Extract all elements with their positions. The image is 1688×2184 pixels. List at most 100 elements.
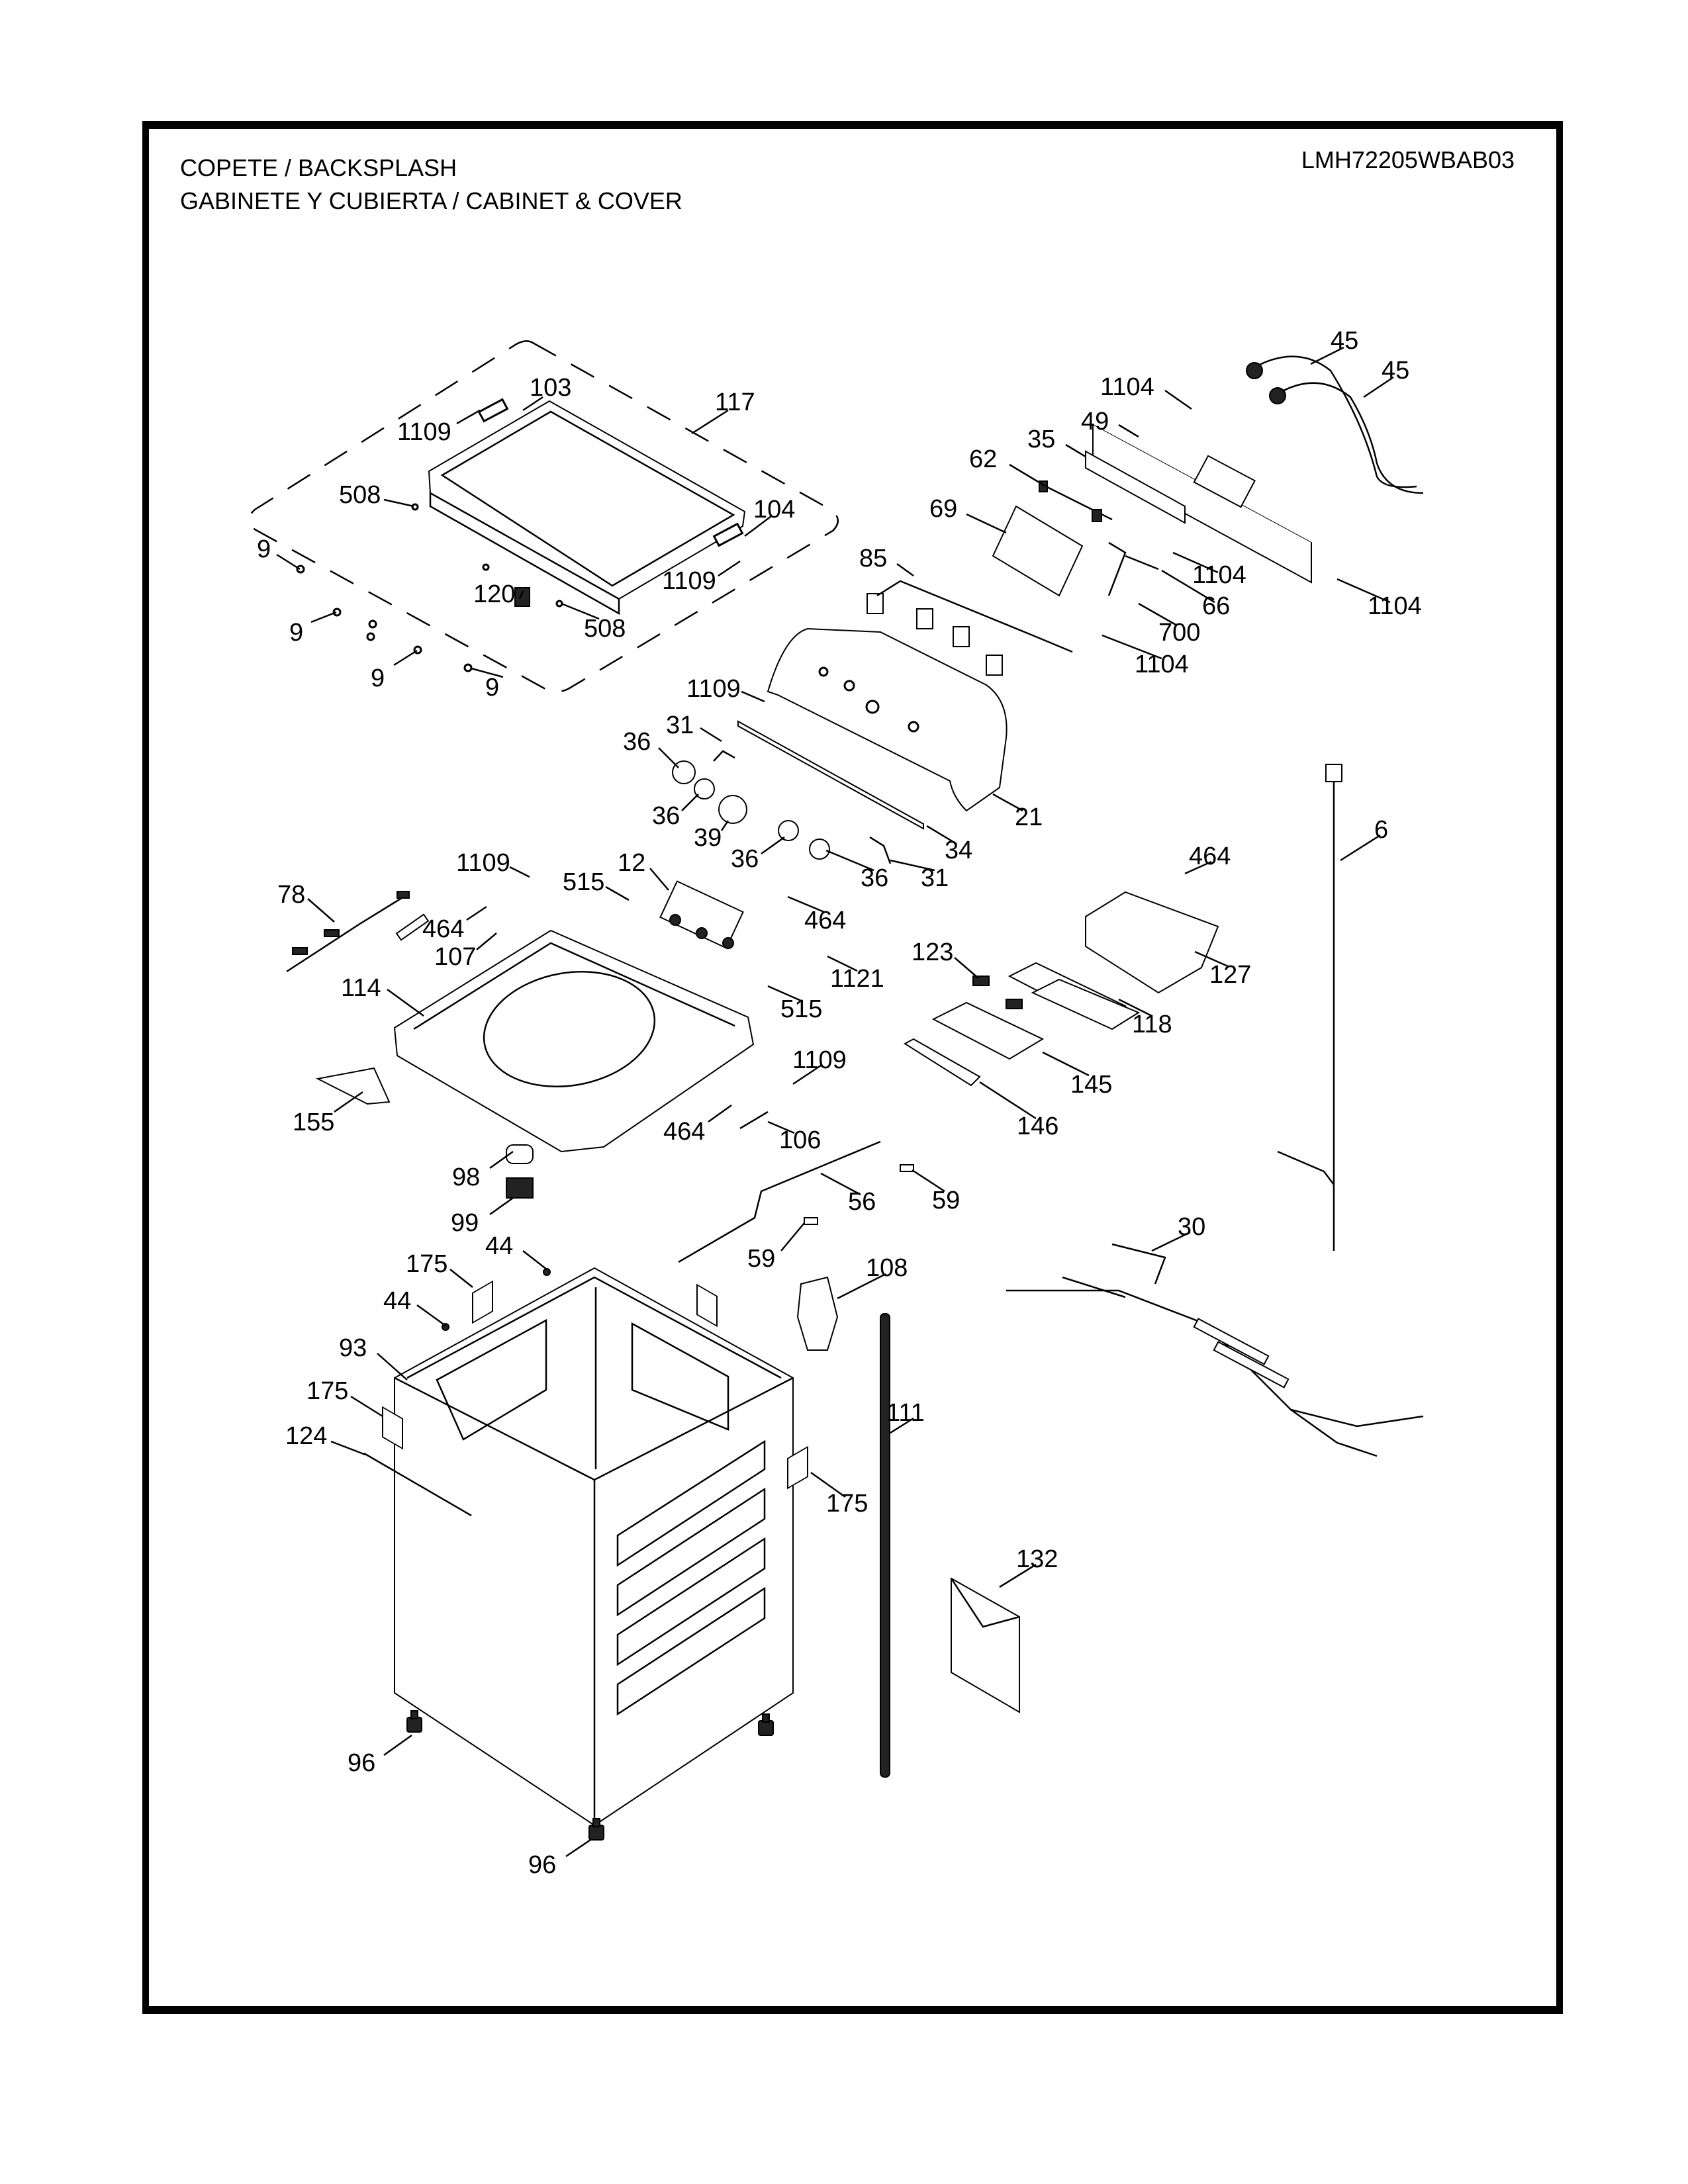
callout-104: 104 (753, 496, 795, 523)
dispenser-group (904, 891, 1219, 1087)
harness-56 (678, 1140, 881, 1263)
callout-9: 9 (485, 674, 499, 702)
callout-30: 30 (1178, 1213, 1205, 1241)
callout-1104: 1104 (1368, 592, 1422, 620)
knob-36c (778, 820, 799, 841)
callout-62: 62 (969, 445, 997, 473)
callout-123: 123 (912, 938, 953, 966)
callout-39: 39 (694, 824, 722, 852)
plate-35 (1085, 450, 1186, 524)
clip-59a (900, 1164, 914, 1172)
knob-39 (718, 795, 747, 824)
callout-106: 106 (779, 1126, 821, 1154)
section-title-cabinet-cover: GABINETE Y CUBIERTA / CABINET & COVER (180, 187, 682, 214)
callout-31: 31 (921, 864, 949, 892)
main-harness-30 (1006, 1243, 1424, 1457)
section-title-backsplash: COPETE / BACKSPLASH (180, 154, 457, 181)
callout-120: 120 (473, 580, 515, 608)
drain-hose-111 (880, 1313, 890, 1778)
callout-464: 464 (1189, 842, 1231, 870)
dispenser-housing-127 (1085, 891, 1219, 994)
leveling-leg-96c (588, 1818, 604, 1841)
callout-1104: 1104 (1192, 561, 1246, 589)
callout-45: 45 (1382, 357, 1409, 385)
callout-78: 78 (277, 881, 305, 909)
callout-155: 155 (293, 1109, 334, 1136)
callout-36: 36 (623, 728, 651, 756)
callout-93: 93 (339, 1334, 367, 1362)
callout-132: 132 (1016, 1545, 1058, 1573)
dispenser-drawer-145 (931, 1001, 1045, 1060)
clip-44a (543, 1268, 551, 1276)
callout-35: 35 (1027, 426, 1055, 453)
end-cap-31b (869, 836, 892, 864)
bracket-106 (739, 1111, 769, 1130)
callout-508: 508 (339, 481, 381, 509)
power-cord-6 (1277, 764, 1342, 1251)
callout-114: 114 (341, 974, 381, 1002)
callout-34: 34 (945, 837, 972, 864)
lid-switch-120 (514, 587, 530, 607)
callout-36: 36 (731, 845, 759, 873)
switch-99 (506, 1177, 534, 1199)
leveling-leg-96a (406, 1710, 422, 1733)
callout-108: 108 (866, 1254, 908, 1282)
callout-464: 464 (663, 1118, 705, 1146)
siphon-cap-123 (972, 976, 990, 986)
callout-69: 69 (929, 495, 957, 523)
cover-108 (796, 1276, 839, 1351)
knob-36d (809, 839, 830, 860)
callout-107: 107 (434, 943, 476, 971)
drawer-front-146 (904, 1038, 981, 1087)
inlet-valve-12 (659, 880, 744, 949)
callout-1109: 1109 (792, 1046, 847, 1074)
clip-59b (804, 1217, 818, 1225)
callout-12: 12 (618, 849, 645, 877)
callout-45: 45 (1331, 327, 1358, 355)
callout-9: 9 (257, 535, 271, 563)
lid-assembly-group (248, 340, 839, 693)
callout-99: 99 (451, 1209, 479, 1237)
callout-508: 508 (584, 615, 626, 643)
control-panel-21 (672, 627, 1008, 864)
callout-44: 44 (485, 1232, 513, 1260)
callout-31: 31 (666, 711, 694, 739)
callout-175: 175 (826, 1490, 868, 1518)
callout-464: 464 (804, 907, 846, 934)
label-175b (382, 1406, 403, 1450)
callout-96: 96 (528, 1851, 556, 1879)
callout-59: 59 (747, 1245, 775, 1273)
callout-1109: 1109 (662, 567, 716, 595)
leader-lines (276, 346, 1394, 1858)
support-rail-124 (363, 1452, 472, 1517)
callout-labels: 117 103 1109 508 104 9 1109 120 508 9 9 … (257, 327, 1422, 1879)
callout-118: 118 (1132, 1011, 1172, 1038)
callout-464: 464 (422, 915, 464, 943)
callout-1109: 1109 (456, 849, 510, 877)
leveling-leg-96b (758, 1713, 774, 1736)
harness-78 (286, 891, 410, 973)
switch-harness-85 (867, 580, 1073, 676)
callout-1109: 1109 (397, 418, 451, 446)
callout-21: 21 (1015, 803, 1043, 831)
callout-49: 49 (1081, 408, 1109, 435)
callout-117: 117 (715, 388, 755, 416)
callout-175: 175 (306, 1377, 348, 1405)
cabinet-93 (394, 1267, 794, 1827)
page-border-frame (142, 121, 1563, 2014)
main-pcb-69 (992, 505, 1084, 597)
callout-98: 98 (452, 1163, 480, 1191)
callout-36: 36 (861, 864, 888, 892)
callout-96: 96 (348, 1749, 375, 1777)
knob-36b (694, 778, 715, 799)
lid-group-dashed-outline (248, 340, 839, 693)
label-175a (472, 1280, 493, 1324)
callout-36: 36 (652, 802, 680, 830)
rear-panel-group (867, 355, 1424, 676)
callout-103: 103 (530, 374, 571, 402)
trim-strip-34 (737, 720, 924, 830)
callout-1104: 1104 (1100, 373, 1154, 401)
callout-1121: 1121 (830, 965, 884, 993)
callout-56: 56 (848, 1188, 876, 1216)
